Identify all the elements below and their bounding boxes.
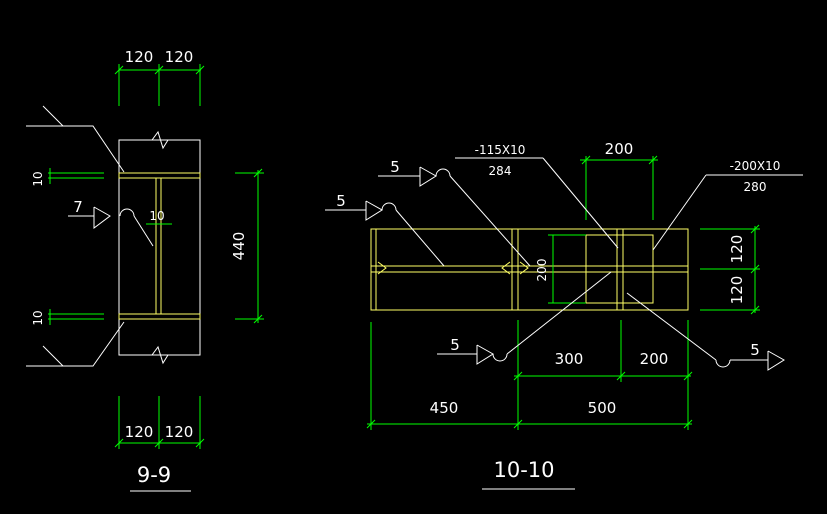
weld-size-2: 5 [336,192,346,210]
plate-a-spec: -115X10 [475,143,526,157]
dim-right-top: 120 [728,235,746,264]
break-line-bottom [119,345,200,365]
dim-plate-top: 10 [31,171,45,186]
section-10-10-outline [370,228,689,311]
section-title-9-9: 9-9 [137,463,171,487]
plate-b-spec: -200X10 [730,159,781,173]
section-9-9: 120 120 120 120 440 10 10 10 [26,48,264,492]
dim-bottom-right: 120 [165,423,194,441]
weld-size-1: 5 [390,158,400,176]
dim-top-right: 120 [165,48,194,66]
leader-top-left [26,125,125,173]
dim-plate-bottom: 10 [31,310,45,325]
dim-top-left: 120 [125,48,154,66]
dim-bottom-500: 500 [588,399,617,417]
weld-size-4: 5 [750,341,760,359]
section-10-10: 200 120 120 200 300 200 450 500 [325,140,803,490]
break-line-top [119,130,200,150]
leader-bottom-left [26,321,125,367]
plate-b [585,234,654,304]
dim-right-bottom: 120 [728,276,746,305]
plate-a-length: 284 [489,164,512,178]
dim-bottom-450: 450 [430,399,459,417]
dim-web: 10 [149,209,164,223]
top-flange-plate [118,172,201,179]
dim-bottom-left: 120 [125,423,154,441]
bottom-flange-plate [118,313,201,320]
weld-size-3: 5 [450,336,460,354]
dim-mid-300: 300 [555,350,584,368]
dim-mid-200: 200 [640,350,669,368]
dim-inner-200: 200 [535,259,549,282]
plate-b-length: 280 [744,180,767,194]
section-title-10-10: 10-10 [493,458,554,482]
dim-height: 440 [230,232,248,261]
section-9-9-outline [118,139,201,356]
dim-top-200: 200 [605,140,634,158]
weld-size-7: 7 [73,198,83,216]
